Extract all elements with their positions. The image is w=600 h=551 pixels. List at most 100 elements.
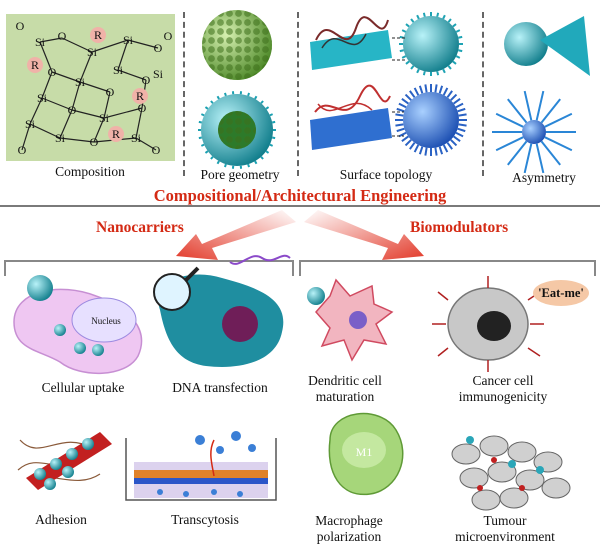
si-atom-5: Si <box>113 63 124 77</box>
sphere-spike <box>418 146 424 155</box>
nucleus <box>71 297 137 343</box>
sphere-spike <box>442 144 449 153</box>
divider-3 <box>482 12 484 176</box>
sphere-spike <box>455 102 464 109</box>
sphere-spike <box>399 49 404 53</box>
cellular-uptake-label: Cellular uptake <box>41 380 125 395</box>
o-atom-7: O <box>138 101 147 115</box>
r-group-3 <box>132 88 148 104</box>
sphere-spike <box>450 93 458 101</box>
sphere-spike <box>455 29 461 33</box>
si-atom-6: Si <box>37 91 48 105</box>
sphere-spike <box>457 127 466 133</box>
sphere-spike <box>442 14 446 20</box>
sphere-spike <box>272 136 276 140</box>
composition-panel <box>6 14 175 161</box>
sphere-spike <box>495 136 524 152</box>
sphere-spike <box>269 143 274 147</box>
divider-1 <box>183 12 185 176</box>
sphere-spike <box>254 95 258 100</box>
tumour-microenvironment-label: Tumour microenvironment <box>455 513 555 544</box>
sphere-spike <box>200 113 205 117</box>
nanocarriers-bracket <box>4 260 294 276</box>
adhesion-label: Adhesion <box>35 512 87 527</box>
sphere-spike <box>395 113 404 117</box>
r-label-4: R <box>112 127 120 141</box>
sphere-spike <box>540 98 561 124</box>
nanocarriers-title: Nanocarriers <box>96 219 184 236</box>
sphere-spike <box>396 107 405 113</box>
dna-transfection-label: DNA transfection <box>172 380 268 395</box>
sphere-spike <box>401 55 407 59</box>
sphere-spike <box>535 90 545 121</box>
sphere-spike <box>458 35 463 39</box>
eat-me-badge: 'Eat-me' <box>533 280 589 306</box>
pore-geometry-label: Pore geometry <box>200 167 280 182</box>
si-atom-9: Si <box>131 131 142 145</box>
biomodulators-title: Biomodulators <box>410 219 509 236</box>
r-label-3: R <box>136 89 144 103</box>
sphere-spike <box>395 123 404 127</box>
transcytosis-label: Transcytosis <box>171 512 239 527</box>
sphere-spike <box>452 23 457 28</box>
sphere-spike <box>540 140 561 166</box>
sphere-spike <box>404 93 412 101</box>
sphere-spike <box>436 71 440 76</box>
macrophage-label: Macrophage polarization <box>315 513 383 544</box>
sphere-spike <box>424 147 428 156</box>
si-atom-7: Si <box>99 111 110 125</box>
o-atom-5: O <box>142 73 151 87</box>
sphere-spike <box>418 85 424 94</box>
sphere-spike <box>398 102 407 109</box>
sphere-spike <box>438 85 444 94</box>
sphere-spike <box>447 18 452 23</box>
o-atom-10: O <box>152 143 161 157</box>
sphere-spike <box>272 120 276 124</box>
sphere-spike <box>413 144 420 153</box>
sphere-spike <box>247 92 251 97</box>
sphere-spike <box>438 146 444 155</box>
r-label-1: R <box>94 28 102 42</box>
sphere-spike <box>458 123 467 127</box>
sphere-spike <box>216 95 220 100</box>
sphere-spike <box>409 90 416 98</box>
si-atom-8: Si <box>55 131 66 145</box>
si-atom-4: Si <box>75 75 86 89</box>
sphere-spike <box>523 90 533 121</box>
sphere-spike <box>416 14 420 20</box>
sphere-spike <box>447 65 452 70</box>
surface-cyan-slab <box>310 16 392 70</box>
magnifier-icon <box>153 273 191 311</box>
sphere-spike <box>442 87 449 96</box>
sphere-spike <box>450 139 458 147</box>
sphere-spike <box>544 136 573 152</box>
sphere-spike <box>200 143 205 147</box>
sphere-spike <box>446 142 453 150</box>
sphere-spike <box>457 107 466 113</box>
sphere-spike <box>422 71 426 76</box>
sphere-spike <box>535 143 545 174</box>
spiky-cyan-sphere <box>399 12 463 76</box>
sphere-spike <box>410 18 415 23</box>
sphere-spike <box>223 163 227 168</box>
main-title: Compositional/Architectural Engineering <box>153 186 447 205</box>
sphere-spike <box>396 127 405 133</box>
asymmetry-label: Asymmetry <box>512 170 576 185</box>
asymmetric-cyan-particle <box>504 16 590 76</box>
m1-label: M1 <box>355 445 373 459</box>
o-atom-12: O <box>16 19 25 33</box>
si-atom-11: Si <box>25 117 36 131</box>
sphere-spike <box>446 90 453 98</box>
section-separator <box>0 205 600 207</box>
o-atom-3: O <box>48 65 57 79</box>
o-atom-11: O <box>164 29 173 43</box>
